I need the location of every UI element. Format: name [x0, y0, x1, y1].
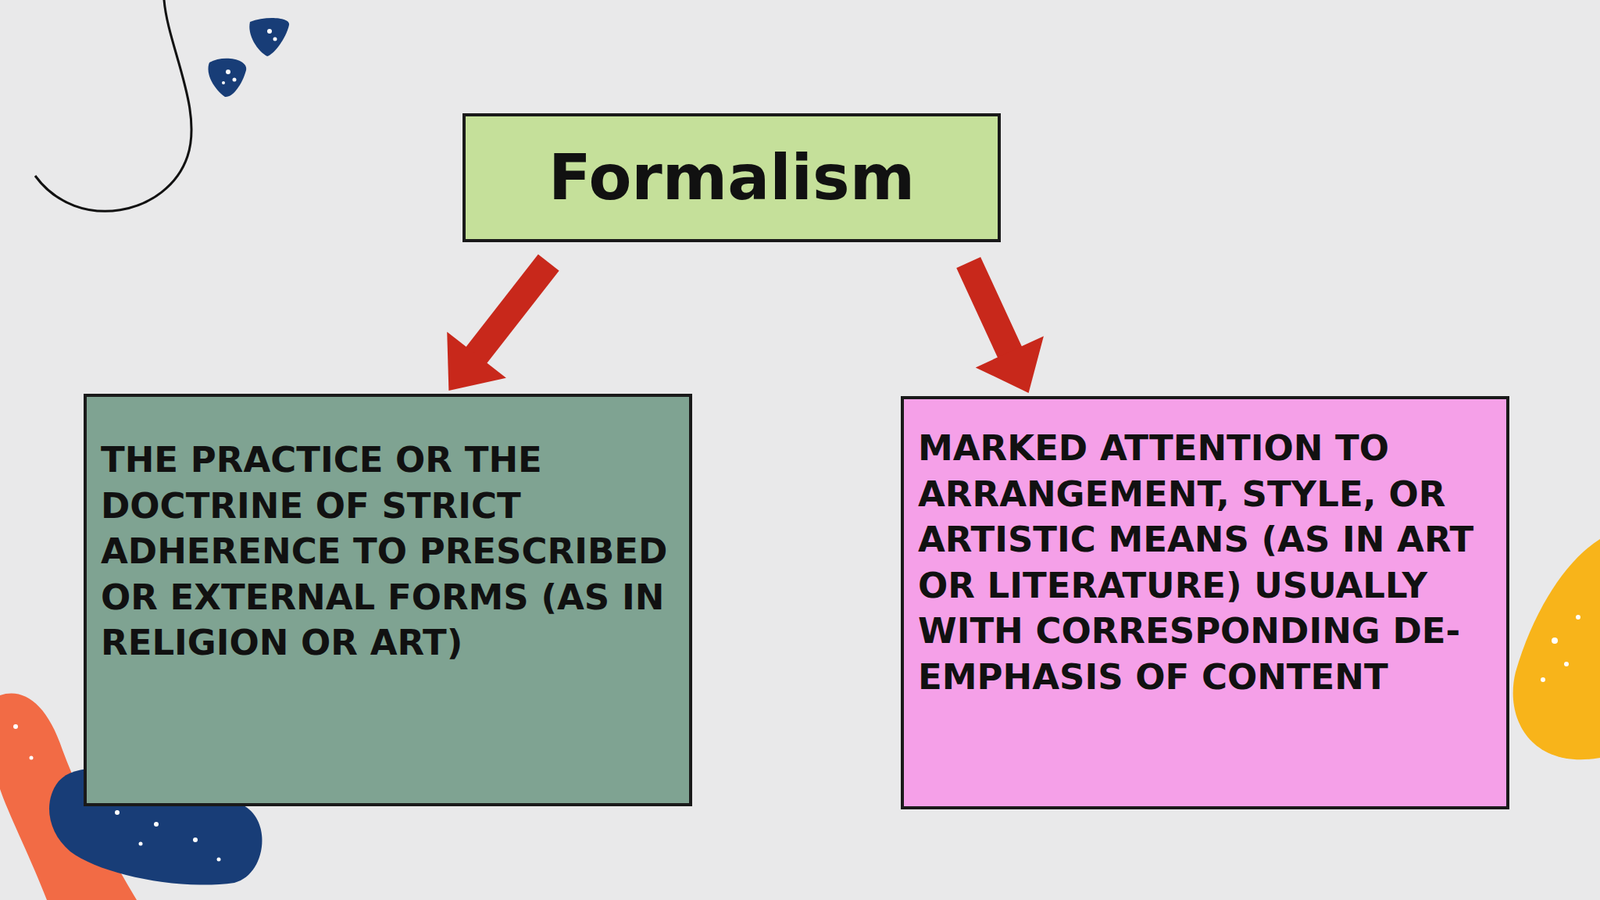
arrow-head	[975, 335, 1044, 393]
arrow-shaft	[475, 262, 550, 358]
definition-text: MARKED ATTENTION TO ARRANGEMENT, STYLE, …	[917, 425, 1493, 700]
definition-box: MARKED ATTENTION TO ARRANGEMENT, STYLE, …	[900, 396, 1510, 810]
decor-blob	[1513, 539, 1600, 760]
definition-text: THE PRACTICE OR THE DOCTRINE OF STRICT A…	[100, 437, 675, 667]
arrow-head	[446, 332, 507, 391]
title-text: Formalism	[481, 140, 983, 216]
block-arrow	[446, 262, 549, 391]
definition-box: THE PRACTICE OR THE DOCTRINE OF STRICT A…	[83, 393, 693, 807]
title-box: Formalism	[462, 113, 1001, 243]
arrow-shaft	[968, 262, 1011, 355]
decor-drop	[249, 17, 290, 57]
decor-drop	[207, 58, 247, 97]
block-arrow	[968, 262, 1044, 393]
decor-curve	[35, 0, 192, 211]
